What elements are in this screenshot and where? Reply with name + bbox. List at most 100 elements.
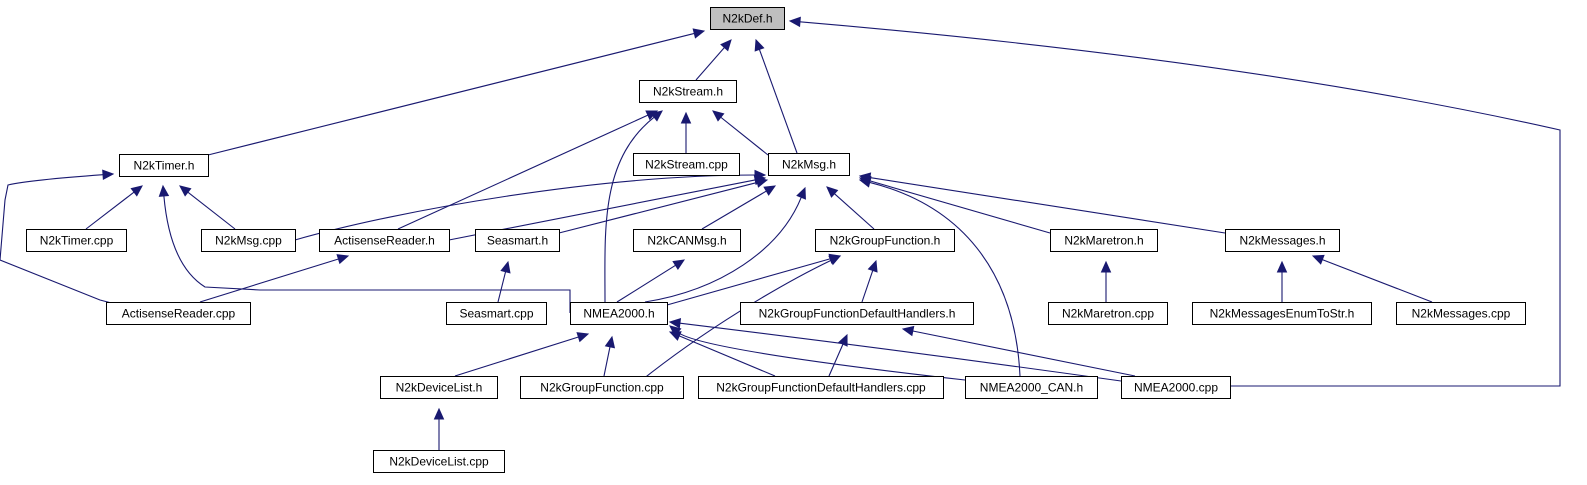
node-label: NMEA2000.cpp — [1134, 381, 1218, 395]
edge-n2ktimercpp-to-n2ktimer — [85, 185, 143, 230]
node-n2kdevicelistcpp[interactable]: N2kDeviceList.cpp — [373, 450, 505, 473]
node-n2kmessagesenum[interactable]: N2kMessagesEnumToStr.h — [1192, 302, 1372, 325]
node-label: N2kGroupFunctionDefaultHandlers.h — [759, 307, 956, 321]
edge-line — [677, 331, 966, 381]
node-n2kgfdh[interactable]: N2kGroupFunctionDefaultHandlers.h — [740, 302, 974, 325]
node-n2kdevicelist[interactable]: N2kDeviceList.h — [380, 376, 498, 399]
edge-nmea2000-to-n2kmsg — [644, 186, 806, 303]
node-label: N2kTimer.cpp — [40, 234, 114, 248]
arrowhead-icon — [858, 177, 872, 188]
node-label: N2kTimer.h — [134, 159, 195, 173]
node-box — [1050, 229, 1158, 252]
edge-line — [163, 195, 571, 313]
edge-nmea2000cpp-to-n2kdef — [788, 16, 1561, 387]
edge-seasmartcpp-to-seasmart — [497, 260, 511, 303]
node-actisensereadercpp[interactable]: ActisenseReader.cpp — [106, 302, 251, 325]
node-n2kstream[interactable]: N2kStream.h — [639, 80, 737, 103]
edge-line — [207, 32, 695, 156]
edge-line — [758, 49, 798, 154]
edge-line — [912, 330, 1136, 377]
arrowhead-icon — [1311, 254, 1325, 265]
node-box — [570, 302, 668, 325]
edge-line — [294, 174, 756, 241]
arrowhead-icon — [867, 259, 878, 273]
edge-nmea2000-to-n2kgroupfunction — [666, 253, 842, 306]
node-label: N2kMsg.cpp — [215, 234, 282, 248]
arrowhead-icon — [668, 318, 682, 329]
node-box — [698, 376, 944, 399]
edge-line — [603, 346, 611, 377]
arrowhead-icon — [130, 185, 143, 197]
node-box — [1225, 229, 1340, 252]
node-n2kmsgcpp[interactable]: N2kMsg.cpp — [201, 229, 296, 252]
arrowhead-icon — [754, 38, 765, 52]
edge-n2kmaretroncpp-to-n2kmaretron — [1100, 260, 1112, 302]
node-box — [380, 376, 498, 399]
node-label: N2kGroupFunction.h — [830, 234, 941, 248]
edge-n2kgroupfunctioncpp-to-nmea2000 — [603, 335, 616, 377]
edge-line — [720, 116, 769, 156]
node-n2kmessages[interactable]: N2kMessages.h — [1225, 229, 1340, 252]
node-n2kgroupfunction[interactable]: N2kGroupFunction.h — [815, 229, 955, 252]
edge-nmea2000-to-n2kstream — [604, 110, 663, 303]
node-box — [965, 376, 1098, 399]
edge-n2kmsg-to-n2kstream — [712, 110, 769, 156]
node-box — [520, 376, 684, 399]
node-n2kmessagescpp[interactable]: N2kMessages.cpp — [1396, 302, 1526, 325]
node-n2ktimer[interactable]: N2kTimer.h — [119, 154, 209, 177]
node-nmea2000cpp[interactable]: NMEA2000.cpp — [1121, 376, 1231, 399]
edges-layer — [0, 16, 1561, 450]
edge-n2kstreamcpp-to-n2kstream — [680, 111, 692, 153]
node-box — [633, 229, 741, 252]
node-box — [26, 229, 127, 252]
edge-line — [861, 270, 874, 303]
node-label: ActisenseReader.h — [334, 234, 435, 248]
edge-line — [828, 343, 844, 377]
node-nmea2000[interactable]: NMEA2000.h — [570, 302, 668, 325]
edge-actisensereadercpp-to-actisensereader — [199, 254, 350, 303]
arrowhead-icon — [788, 16, 801, 28]
edge-n2ktimer-to-n2kdef — [207, 28, 706, 156]
node-label: N2kMaretron.h — [1064, 234, 1143, 248]
node-n2kstreamcpp[interactable]: N2kStream.cpp — [633, 153, 740, 176]
arrowhead-icon — [336, 254, 350, 265]
node-label: N2kStream.cpp — [645, 158, 728, 172]
edge-n2kdevicelistcpp-to-n2kdevicelist — [433, 407, 445, 450]
arrowhead-icon — [158, 184, 170, 197]
edge-line — [0, 174, 151, 314]
node-label: N2kStream.h — [653, 85, 723, 99]
node-box — [1396, 302, 1526, 325]
edge-n2kmsg-to-n2kdef — [754, 38, 798, 154]
node-box — [815, 229, 955, 252]
node-n2kdef[interactable]: N2kDef.h — [710, 7, 785, 30]
edge-n2kstream-to-n2kdef — [695, 39, 732, 81]
edge-line — [558, 181, 758, 234]
edge-n2kmessagesenum-to-n2kmessages — [1276, 260, 1288, 302]
edge-line — [604, 116, 655, 303]
edge-n2kgfdh-to-n2kgroupfunction — [861, 259, 878, 303]
node-actisensereader[interactable]: ActisenseReader.h — [319, 229, 450, 252]
arrowhead-icon — [604, 335, 616, 349]
edge-line — [454, 336, 579, 377]
node-label: Seasmart.cpp — [459, 307, 533, 321]
edge-nmea2000-to-n2kcanmsg — [616, 259, 686, 303]
node-nmea2000can[interactable]: NMEA2000_CAN.h — [965, 376, 1098, 399]
edge-line — [799, 21, 1561, 387]
node-n2kgroupfunctioncpp[interactable]: N2kGroupFunction.cpp — [520, 376, 684, 399]
node-label: ActisenseReader.cpp — [122, 307, 236, 321]
node-n2kmaretron[interactable]: N2kMaretron.h — [1050, 229, 1158, 252]
node-n2ktimercpp[interactable]: N2kTimer.cpp — [26, 229, 127, 252]
node-n2kmaretroncpp[interactable]: N2kMaretron.cpp — [1048, 302, 1168, 325]
node-label: N2kMsg.h — [782, 158, 836, 172]
edge-n2kgfdhcpp-to-n2kgfdh — [828, 333, 848, 377]
arrowhead-icon — [672, 259, 686, 271]
node-n2kmsg[interactable]: N2kMsg.h — [768, 153, 850, 176]
node-n2kcanmsg[interactable]: N2kCANMsg.h — [633, 229, 741, 252]
node-n2kgfdhcpp[interactable]: N2kGroupFunctionDefaultHandlers.cpp — [698, 376, 944, 399]
node-seasmart[interactable]: Seasmart.h — [475, 229, 560, 252]
arrowhead-icon — [828, 255, 842, 266]
node-seasmartcpp[interactable]: Seasmart.cpp — [446, 302, 547, 325]
node-box — [475, 229, 560, 252]
